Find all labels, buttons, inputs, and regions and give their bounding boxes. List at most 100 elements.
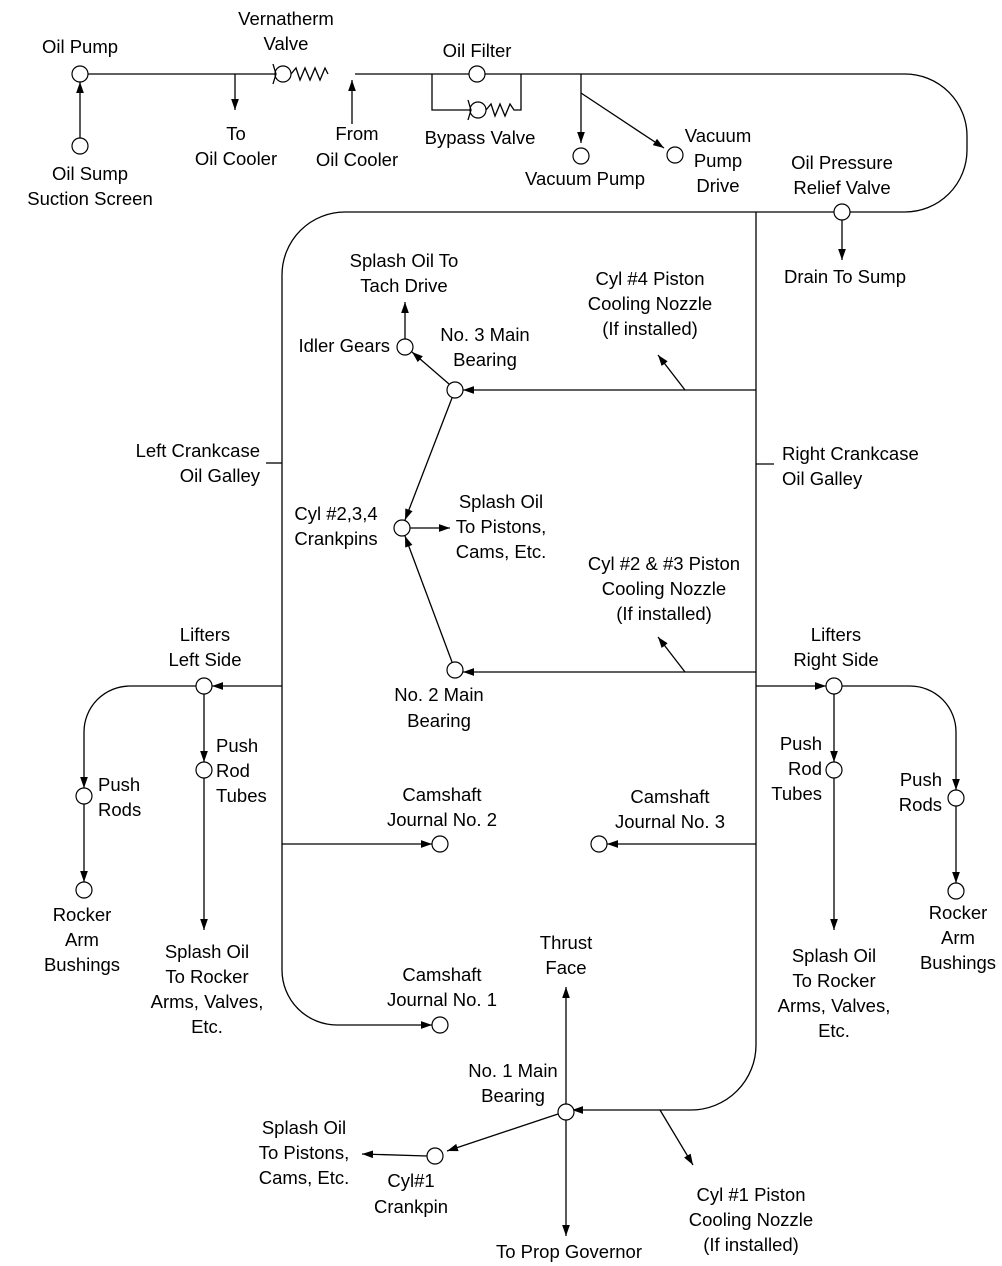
svg-text:No. 3 Main: No. 3 Main [440,324,529,345]
cam1-label: Camshaft Journal No. 1 [387,964,497,1010]
svg-text:Arms, Valves,: Arms, Valves, [778,995,891,1016]
rocker-left-label: Rocker Arm Bushings [44,904,120,975]
svg-text:Journal No. 2: Journal No. 2 [387,809,497,830]
vacuum-pump-drive-node [666,146,684,164]
bypass-valve-symbol [431,74,522,121]
rocker-right-node [947,882,965,900]
main1-label: No. 1 Main Bearing [468,1060,557,1106]
svg-text:Splash Oil: Splash Oil [165,941,249,962]
cam2-label: Camshaft Journal No. 2 [387,784,497,830]
main3-node [446,381,464,399]
oil-pump-label: Oil Pump [42,36,118,57]
svg-text:Etc.: Etc. [191,1016,223,1037]
splash-pistons-upper-label: Splash Oil To Pistons, Cams, Etc. [456,491,547,562]
splash-pistons-lower-arrow [361,1150,428,1159]
cyl1-nozzle-arrow [659,1109,694,1166]
svg-text:Camshaft: Camshaft [402,784,481,805]
svg-text:Camshaft: Camshaft [630,786,709,807]
svg-text:Left Crankcase: Left Crankcase [136,440,260,461]
svg-text:Splash Oil: Splash Oil [792,945,876,966]
svg-text:Cams, Etc.: Cams, Etc. [456,541,546,562]
svg-text:Bushings: Bushings [920,952,996,973]
svg-text:Pump: Pump [694,150,742,171]
crankpin1-node [426,1147,444,1165]
push-rod-tubes-left-node [195,761,213,779]
svg-text:Cyl #4 Piston: Cyl #4 Piston [596,268,705,289]
svg-text:Oil Sump: Oil Sump [52,163,128,184]
svg-text:Cooling Nozzle: Cooling Nozzle [689,1209,813,1230]
push-rods-right-label: Push Rods [899,769,942,815]
svg-text:Journal No. 3: Journal No. 3 [615,811,725,832]
left-galley-label: Left Crankcase Oil Galley [136,440,261,486]
oil-sump-label: Oil Sump Suction Screen [27,163,152,209]
lifters-left-label: Lifters Left Side [168,624,241,670]
svg-text:From: From [335,123,378,144]
svg-text:Etc.: Etc. [818,1020,850,1041]
oil-pump-node [71,65,89,83]
splash-pistons-lower-label: Splash Oil To Pistons, Cams, Etc. [259,1117,350,1188]
svg-text:Oil Galley: Oil Galley [782,468,863,489]
cyl4-nozzle-arrow [657,354,686,391]
svg-text:Push: Push [780,733,822,754]
splash-rocker-left-label: Splash Oil To Rocker Arms, Valves, Etc. [151,941,264,1037]
svg-text:Vacuum: Vacuum [685,125,752,146]
svg-text:Crankpin: Crankpin [374,1196,448,1217]
svg-text:Drive: Drive [696,175,739,196]
svg-text:Cyl #2 & #3 Piston: Cyl #2 & #3 Piston [588,553,740,574]
push-rods-left-label: Push Rods [98,774,141,820]
relief-valve-node [833,203,851,221]
main2-to-crankpins-arrow [404,535,453,663]
svg-text:Arm: Arm [941,927,975,948]
vacuum-pump-node [572,147,590,165]
svg-text:Tach Drive: Tach Drive [360,275,447,296]
cam1-node [431,1016,449,1034]
svg-text:Right Crankcase: Right Crankcase [782,443,919,464]
cyl4-nozzle-label: Cyl #4 Piston Cooling Nozzle (If install… [588,268,712,339]
svg-text:Push: Push [98,774,140,795]
prop-governor-label: To Prop Governor [496,1241,642,1262]
svg-text:To Pistons,: To Pistons, [456,516,547,537]
relief-valve-label: Oil Pressure Relief Valve [791,152,893,198]
oil-filter-label: Oil Filter [443,40,512,61]
push-rods-right-node [947,789,965,807]
main2-node [446,661,464,679]
svg-text:Suction Screen: Suction Screen [27,188,152,209]
svg-text:Bearing: Bearing [453,349,517,370]
splash-tach-label: Splash Oil To Tach Drive [350,250,459,296]
svg-text:Splash Oil: Splash Oil [262,1117,346,1138]
svg-text:(If installed): (If installed) [703,1234,799,1255]
push-rods-left-node [75,787,93,805]
svg-text:Cooling Nozzle: Cooling Nozzle [588,293,712,314]
rocker-right-label: Rocker Arm Bushings [920,902,996,973]
svg-text:To Pistons,: To Pistons, [259,1142,350,1163]
svg-text:Oil Cooler: Oil Cooler [195,148,277,169]
lifters-right-node [825,677,843,695]
svg-text:No. 1 Main: No. 1 Main [468,1060,557,1081]
svg-text:Push: Push [216,735,258,756]
splash-rocker-right-label: Splash Oil To Rocker Arms, Valves, Etc. [778,945,891,1041]
vacuum-pump-label: Vacuum Pump [525,168,645,189]
svg-text:Tubes: Tubes [771,783,822,804]
svg-text:Bearing: Bearing [407,710,471,731]
svg-text:Tubes: Tubes [216,785,267,806]
svg-text:Cyl#1: Cyl#1 [387,1170,434,1191]
svg-text:(If installed): (If installed) [602,318,698,339]
vacuum-pump-drive-label: Vacuum Pump Drive [685,125,752,196]
idler-gears-label: Idler Gears [298,335,390,356]
svg-text:Arms, Valves,: Arms, Valves, [151,991,264,1012]
main3-to-crankpins-arrow [404,397,453,521]
svg-text:(If installed): (If installed) [616,603,712,624]
svg-text:Rocker: Rocker [929,902,988,923]
rocker-left-node [75,881,93,899]
svg-text:Oil Pressure: Oil Pressure [791,152,893,173]
cyl23-nozzle-arrow [657,636,686,673]
svg-text:Valve: Valve [264,33,309,54]
svg-text:Rod: Rod [216,760,250,781]
svg-text:Lifters: Lifters [811,624,861,645]
svg-text:Lifters: Lifters [180,624,230,645]
svg-text:Left Side: Left Side [168,649,241,670]
left-push-rods-line [80,685,196,788]
svg-text:Splash Oil: Splash Oil [459,491,543,512]
svg-text:Oil Cooler: Oil Cooler [316,149,398,170]
idler-gears-node [396,338,414,356]
